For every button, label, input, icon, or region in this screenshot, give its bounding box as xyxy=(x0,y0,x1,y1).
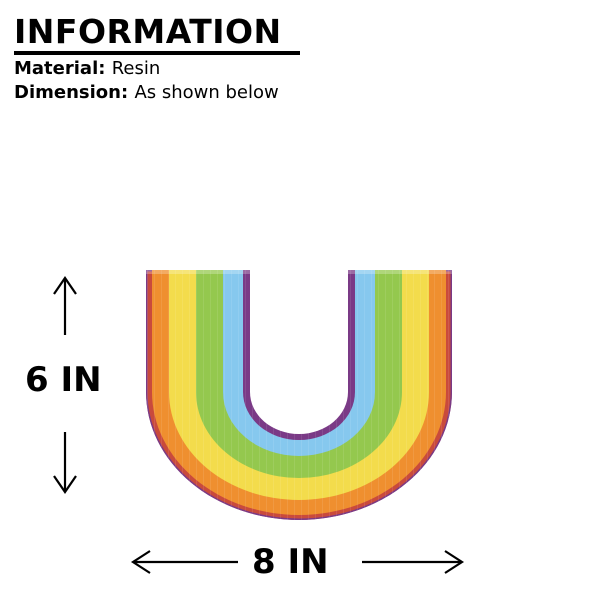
width-left-arrow-icon xyxy=(130,550,238,574)
width-right-arrow-icon xyxy=(362,550,465,574)
material-label: Material xyxy=(14,58,99,79)
page-title: INFORMATION xyxy=(14,12,282,51)
material-separator: : xyxy=(98,58,112,79)
dimension-value: As shown below xyxy=(134,82,279,103)
title-underline xyxy=(14,51,300,55)
height-up-arrow-icon xyxy=(53,276,77,335)
material-value: Resin xyxy=(111,58,161,79)
height-down-arrow-icon xyxy=(53,432,77,494)
dimension-label: Dimension xyxy=(14,82,121,103)
dimension-separator: : xyxy=(120,82,135,103)
height-label: 6 IN xyxy=(25,360,102,400)
rainbow-vase-image xyxy=(146,270,452,520)
material-row: Material: Resin xyxy=(14,58,160,80)
width-label: 8 IN xyxy=(252,542,329,582)
dimension-row: Dimension: As shown below xyxy=(14,82,279,104)
